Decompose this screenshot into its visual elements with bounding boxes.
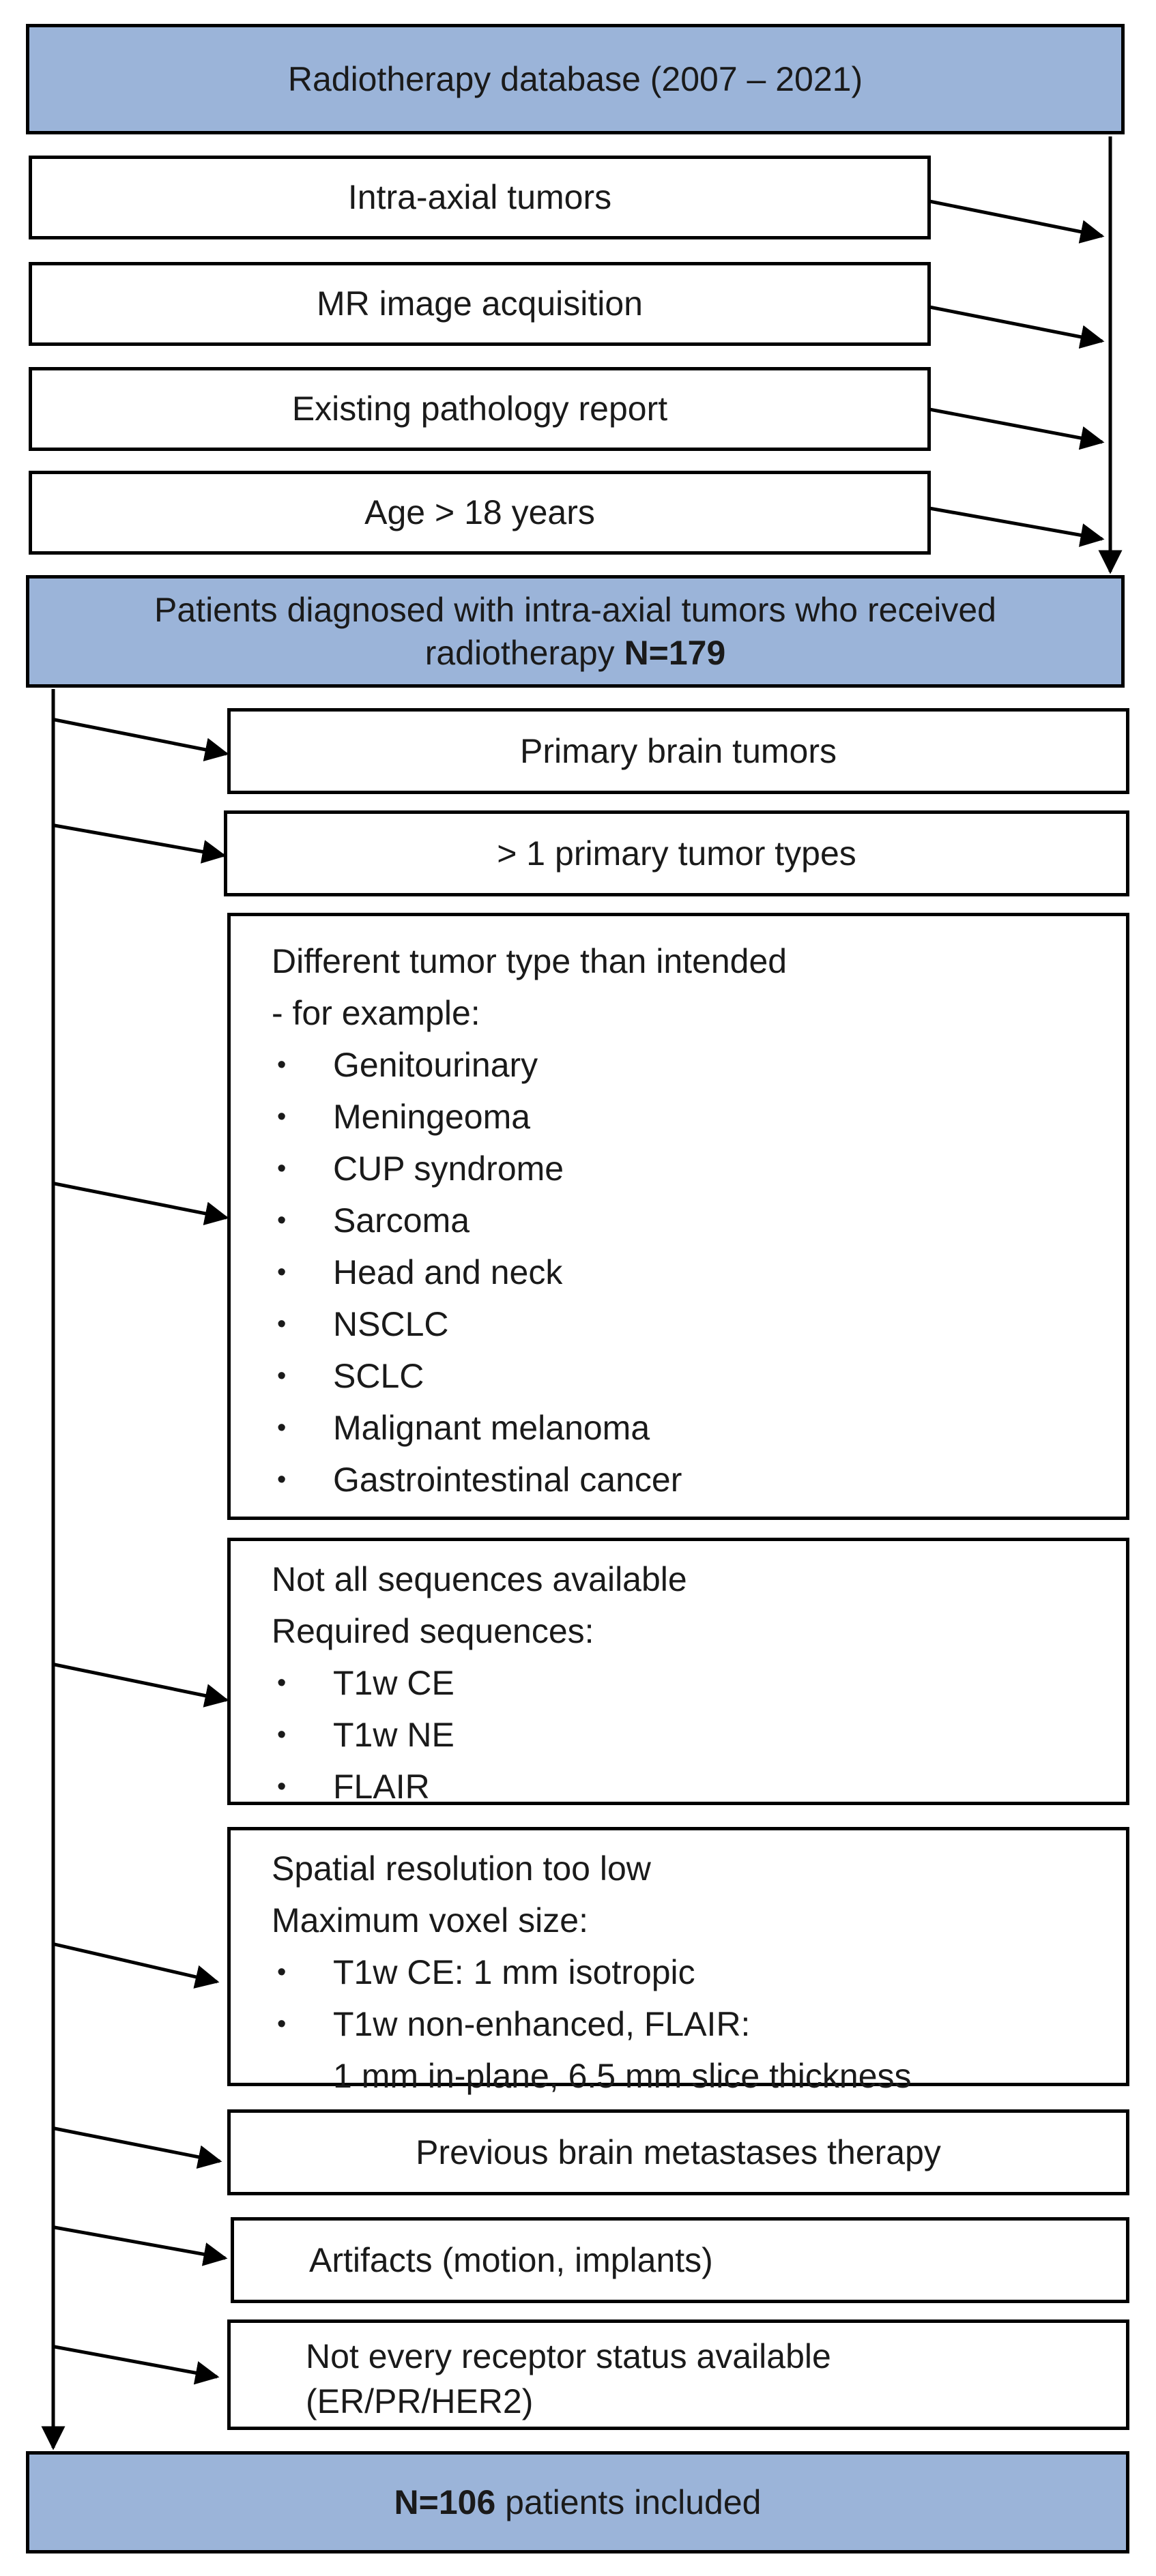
different-type-heading: Different tumor type than intended bbox=[272, 942, 787, 980]
included-count: N=106 bbox=[394, 2483, 496, 2521]
previous-therapy-box: Previous brain metastases therapy bbox=[227, 2109, 1129, 2195]
included-patients-label: N=106 patients included bbox=[394, 2483, 762, 2521]
arrow-receptor bbox=[54, 2345, 220, 2385]
arrow-different-type bbox=[54, 1182, 229, 1226]
exclusion-label: MR image acquisition bbox=[317, 284, 643, 323]
list-item: T1w CE bbox=[272, 1657, 1126, 1709]
arrow-exclusion-2 bbox=[929, 305, 1105, 349]
exclusion-box-1: Intra-axial tumors bbox=[29, 156, 931, 239]
sequences-heading: Not all sequences available bbox=[272, 1560, 687, 1598]
arrow-resolution bbox=[54, 1942, 220, 1989]
list-item: T1w NE bbox=[272, 1709, 1126, 1761]
exclusion-box-4: Age > 18 years bbox=[29, 471, 931, 555]
list-item: Meningeoma bbox=[272, 1091, 1126, 1143]
receptor-box: Not every receptor status available (ER/… bbox=[227, 2319, 1129, 2430]
multiple-primary-box: > 1 primary tumor types bbox=[224, 810, 1129, 896]
resolution-box: Spatial resolution too low Maximum voxel… bbox=[227, 1827, 1129, 2095]
database-box: Radiotherapy database (2007 – 2021) bbox=[26, 24, 1125, 134]
list-item: Malignant melanoma bbox=[272, 1402, 1126, 1454]
receptor-line-1: Not every receptor status available bbox=[306, 2337, 831, 2375]
list-item: Gastrointestinal cancer bbox=[272, 1454, 1126, 1506]
eligible-patients-label: Patients diagnosed with intra-axial tumo… bbox=[154, 591, 996, 672]
list-item: T1w CE: 1 mm isotropic bbox=[272, 1946, 1126, 1998]
primary-brain-tumors-box: Primary brain tumors bbox=[227, 708, 1129, 794]
list-item: Genitourinary bbox=[272, 1039, 1126, 1091]
list-item: CUP syndrome bbox=[272, 1143, 1126, 1195]
list-item: T1w non-enhanced, FLAIR: bbox=[272, 1998, 1126, 2050]
arrow-exclusion-3 bbox=[929, 407, 1105, 450]
list-item: Sarcoma bbox=[272, 1195, 1126, 1246]
arrow-exclusion-4 bbox=[929, 506, 1105, 547]
eligible-patients-box: Patients diagnosed with intra-axial tumo… bbox=[26, 575, 1125, 688]
receptor-line-2: (ER/PR/HER2) bbox=[306, 2382, 534, 2420]
database-title: Radiotherapy database (2007 – 2021) bbox=[287, 59, 863, 98]
exclusion-box-2: MR image acquisition bbox=[29, 262, 931, 346]
arrow-previous-therapy bbox=[54, 2126, 222, 2169]
eligible-count: N=179 bbox=[624, 633, 726, 672]
sequences-box: Not all sequences available Required seq… bbox=[227, 1538, 1129, 1813]
included-patients-box: N=106 patients included bbox=[26, 2451, 1129, 2553]
artifacts-box: Artifacts (motion, implants) bbox=[231, 2217, 1129, 2303]
list-item: NSCLC bbox=[272, 1298, 1126, 1350]
arrow-primary bbox=[54, 718, 229, 762]
exclusion-label: Existing pathology report bbox=[291, 390, 668, 428]
exclusion-label: Primary brain tumors bbox=[520, 731, 837, 770]
arrow-artifacts bbox=[54, 2225, 228, 2266]
list-item: Head and neck bbox=[272, 1246, 1126, 1298]
exclusion-label: Intra-axial tumors bbox=[347, 178, 612, 217]
sequences-subheading: Required sequences: bbox=[272, 1612, 594, 1650]
exclusion-label: > 1 primary tumor types bbox=[497, 834, 856, 873]
list-item: FLAIR bbox=[272, 1761, 1126, 1813]
list-item-continuation: 1 mm in-plane, 6.5 mm slice thickness bbox=[333, 2057, 912, 2095]
exclusion-label: Previous brain metastases therapy bbox=[416, 2133, 941, 2171]
resolution-heading: Spatial resolution too low bbox=[272, 1849, 651, 1888]
different-tumor-type-box: Different tumor type than intended - for… bbox=[227, 913, 1129, 1520]
arrow-sequences bbox=[54, 1663, 229, 1708]
exclusion-box-3: Existing pathology report bbox=[29, 367, 931, 451]
resolution-subheading: Maximum voxel size: bbox=[272, 1901, 588, 1940]
exclusion-label: Artifacts (motion, implants) bbox=[309, 2240, 713, 2279]
arrow-exclusion-1 bbox=[929, 199, 1105, 244]
arrow-multiple bbox=[54, 823, 227, 864]
exclusion-label: Age > 18 years bbox=[364, 493, 595, 532]
different-type-subheading: - for example: bbox=[272, 994, 480, 1032]
list-item: SCLC bbox=[272, 1350, 1126, 1402]
